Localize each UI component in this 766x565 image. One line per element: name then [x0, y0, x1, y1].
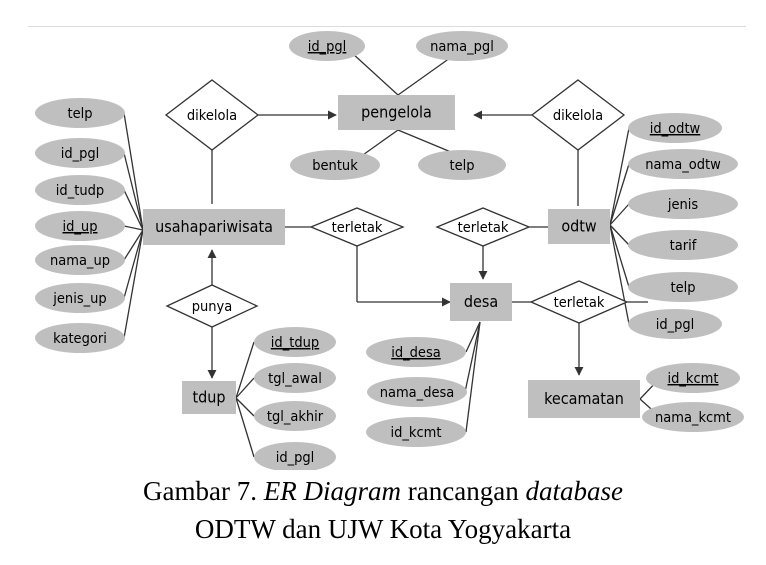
attribute-kecamatan-id-kcmt	[646, 363, 740, 393]
attribute-usahapariwisata-telp	[35, 98, 125, 128]
attribute-label-usahapariwisata-telp: telp	[67, 106, 92, 122]
attribute-usahapariwisata-kategori	[35, 323, 125, 353]
relationship-dikelola-left	[164, 79, 260, 151]
figure-caption-line2: ODTW dan UJW Kota Yogyakarta	[194, 514, 572, 544]
relationship-terletak-odtw-desa	[435, 207, 531, 247]
attribute-usahapariwisata-nama-up	[35, 245, 125, 275]
relationship-label-terletak-odtw-desa: terletak	[458, 220, 509, 236]
attribute-label-kecamatan-id-kcmt: id_kcmt	[668, 371, 719, 387]
attribute-tdup-id-pgl	[254, 442, 336, 470]
attribute-desa-nama-desa	[367, 377, 467, 407]
attribute-label-desa-id-kcmt: id_kcmt	[391, 425, 442, 441]
attribute-label-pengelola-bentuk: bentuk	[312, 158, 358, 174]
attribute-odtw-nama-odtw	[628, 149, 738, 179]
entity-odtw	[548, 209, 610, 244]
relationship-terletak-up-desa	[309, 207, 405, 247]
attribute-tdup-tgl-akhir	[254, 401, 336, 431]
attribute-label-kecamatan-nama-kcmt: nama_kcmt	[655, 410, 731, 426]
entity-label-desa: desa	[464, 292, 498, 311]
top-divider	[28, 26, 746, 27]
relationship-label-terletak-up-desa: terletak	[332, 220, 383, 236]
attribute-label-tdup-id-pgl: id_pgl	[276, 450, 315, 466]
figure-caption-line1: Gambar 7. ER Diagram rancangan database	[143, 476, 623, 506]
relationship-punya	[165, 284, 259, 328]
attribute-pengelola-bentuk	[290, 150, 380, 180]
attribute-odtw-id-odtw	[628, 113, 722, 143]
relationship-dikelola-right	[530, 79, 626, 151]
attribute-label-usahapariwisata-id-up: id_up	[63, 219, 98, 235]
attribute-label-usahapariwisata-kategori: kategori	[53, 331, 107, 347]
attribute-usahapariwisata-jenis-up	[35, 283, 125, 313]
attribute-pengelola-telp	[418, 150, 506, 180]
entity-usahapariwisata	[143, 209, 285, 245]
entity-label-tdup: tdup	[192, 388, 225, 407]
attribute-pengelola-nama-pgl	[416, 31, 508, 61]
attribute-desa-id-kcmt	[366, 417, 466, 447]
attribute-label-tdup-id-tdup: id_tdup	[271, 335, 319, 351]
relationship-label-dikelola-left: dikelola	[187, 108, 237, 124]
attribute-label-odtw-jenis: jenis	[667, 197, 699, 213]
attribute-usahapariwisata-id-pgl	[35, 138, 125, 168]
attribute-usahapariwisata-id-up	[35, 211, 125, 241]
entity-kecamatan	[528, 380, 640, 418]
diagram-shapes: pengelola usahapariwisata odtw desa tdup keca…	[35, 31, 744, 470]
entity-label-kecamatan: kecamatan	[544, 389, 624, 408]
entity-tdup	[182, 381, 236, 414]
attribute-label-odtw-id-odtw: id_odtw	[650, 121, 701, 137]
relationship-label-terletak-desa-kec: terletak	[554, 295, 605, 311]
attribute-odtw-tarif	[628, 230, 738, 260]
attribute-label-usahapariwisata-id-pgl: id_pgl	[61, 146, 100, 162]
attribute-odtw-id-pgl	[628, 309, 722, 339]
connector-lines	[123, 52, 661, 458]
attribute-label-odtw-telp: telp	[670, 280, 695, 296]
attribute-label-tdup-tgl-akhir: tgl_akhir	[267, 409, 324, 425]
attribute-label-desa-id-desa: id_desa	[391, 345, 441, 361]
attribute-tdup-id-tdup	[254, 327, 336, 357]
attribute-label-odtw-nama-odtw: nama_odtw	[645, 157, 721, 173]
attribute-usahapariwisata-id-tudp	[35, 175, 125, 205]
relationship-label-dikelola-right: dikelola	[553, 108, 603, 124]
attribute-label-odtw-tarif: tarif	[670, 238, 697, 254]
relationship-label-punya: punya	[192, 299, 233, 315]
relationship-terletak-desa-kec	[529, 280, 629, 324]
attribute-label-pengelola-nama-pgl: nama_pgl	[430, 39, 494, 55]
attribute-label-tdup-tgl-awal: tgl_awal	[268, 371, 322, 387]
attribute-pengelola-id-pgl	[289, 31, 365, 61]
attribute-label-desa-nama-desa: nama_desa	[380, 385, 455, 401]
er-diagram: pengelola usahapariwisata odtw desa tdup keca…	[35, 31, 744, 470]
attribute-kecamatan-nama-kcmt	[642, 402, 744, 432]
entity-desa	[450, 283, 512, 321]
attribute-desa-id-desa	[366, 337, 466, 367]
attribute-label-pengelola-id-pgl: id_pgl	[308, 39, 347, 55]
entity-label-pengelola: pengelola	[361, 103, 432, 122]
attribute-label-usahapariwisata-jenis-up: jenis_up	[52, 291, 106, 307]
attribute-label-odtw-id-pgl: id_pgl	[656, 317, 695, 333]
attribute-label-pengelola-telp: telp	[449, 158, 474, 174]
entity-label-odtw: odtw	[561, 217, 597, 236]
entity-label-usahapariwisata: usahapariwisata	[155, 217, 273, 236]
attribute-label-usahapariwisata-id-tudp: id_tudp	[56, 183, 104, 199]
attribute-tdup-tgl-awal	[254, 363, 336, 393]
attribute-label-usahapariwisata-nama-up: nama_up	[50, 253, 110, 269]
entity-pengelola	[338, 95, 455, 130]
attribute-odtw-telp	[628, 272, 738, 302]
attribute-odtw-jenis	[628, 189, 738, 219]
